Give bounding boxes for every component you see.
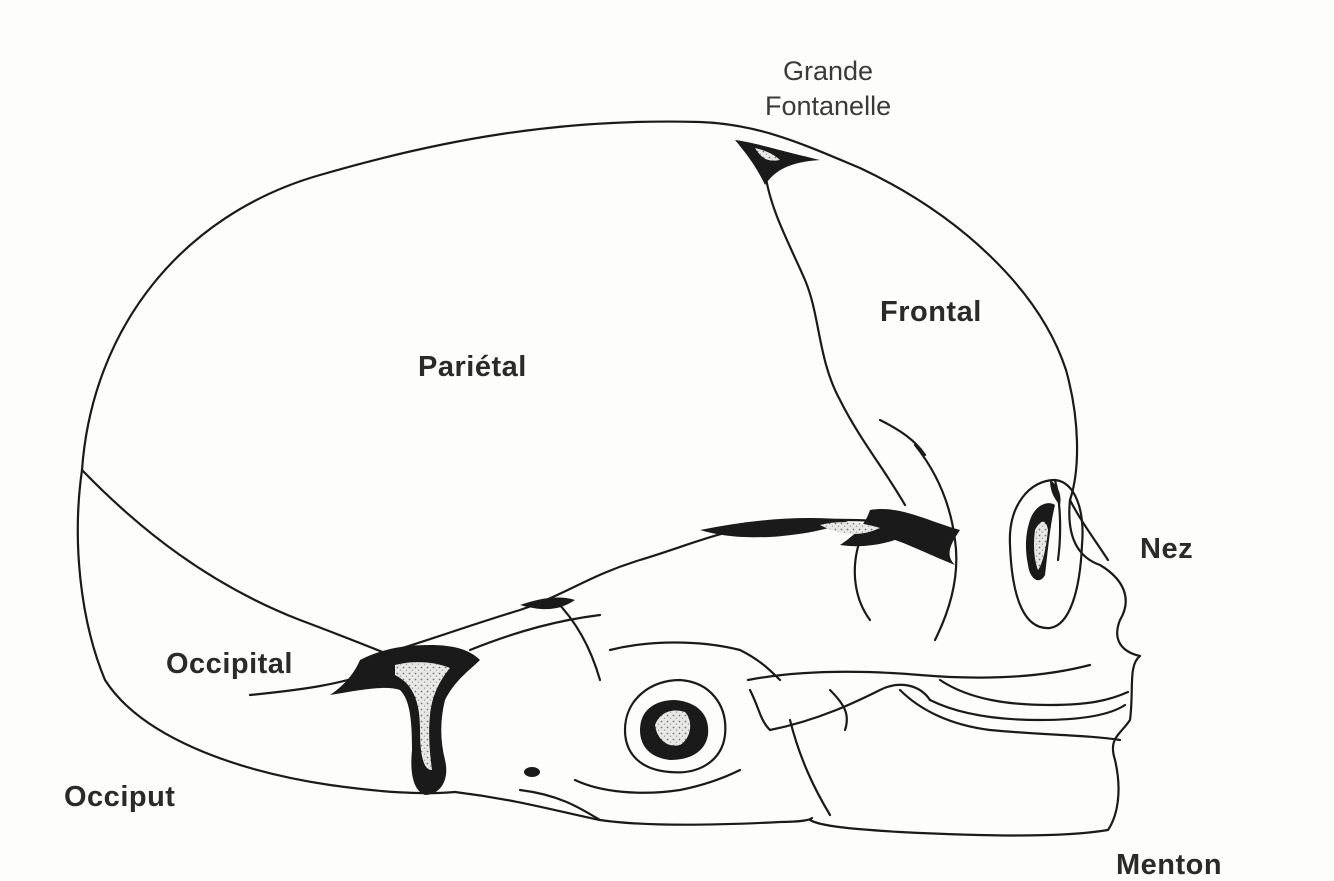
coronal-suture [765, 172, 905, 505]
label-occipital: Occipital [166, 650, 293, 679]
label-frontal: Frontal [880, 298, 982, 327]
label-menton: Menton [1116, 851, 1222, 880]
mandible [790, 720, 830, 815]
label-fontanelle-line2: Fontanelle [765, 89, 891, 124]
label-grande-fontanelle: Grande Fontanelle [765, 54, 891, 124]
label-parietal: Pariétal [418, 353, 527, 382]
squamosal-suture [380, 520, 920, 655]
label-occiput: Occiput [64, 783, 175, 812]
face-profile [810, 500, 1140, 836]
label-nez: Nez [1140, 535, 1193, 564]
label-grande-line1: Grande [765, 54, 891, 89]
